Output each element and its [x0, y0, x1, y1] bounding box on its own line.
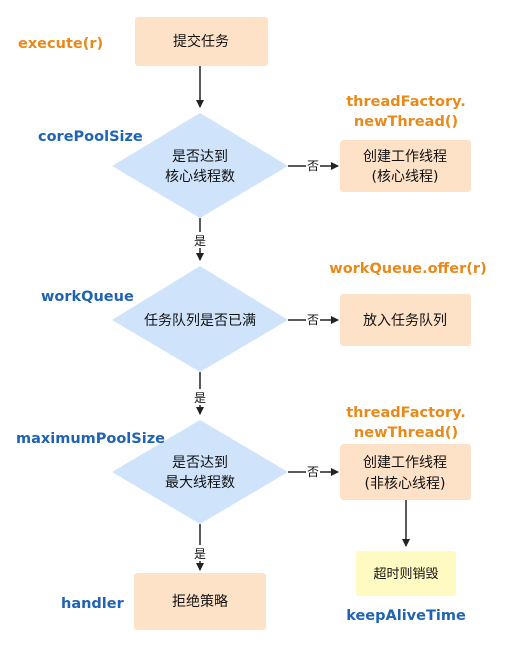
annotation-maximum-pool-size: maximumPoolSize: [16, 431, 165, 447]
node-enqueue-task: 放入任务队列: [340, 294, 471, 346]
node-create-core-worker-line2: (核心线程): [372, 169, 439, 185]
decision-core-pool: 是否达到 核心线程数: [112, 113, 288, 218]
edge-label-yes-1: 是: [194, 234, 206, 248]
node-submit-task: 提交任务: [135, 17, 268, 66]
node-reject-policy-label: 拒绝策略: [172, 593, 228, 610]
decision-max-pool-line1: 是否达到: [172, 455, 228, 471]
node-create-noncore-worker: 创建工作线程 (非核心线程): [340, 444, 471, 500]
annotation-thread-factory-1-line2: newThread(): [354, 114, 458, 130]
annotation-handler: handler: [61, 596, 125, 612]
node-create-noncore-worker-line2: (非核心线程): [365, 476, 446, 492]
edge-label-no-3: 否: [307, 465, 319, 479]
annotation-thread-factory-2-line1: threadFactory.: [346, 405, 466, 421]
decision-core-pool-line2: 核心线程数: [165, 169, 235, 185]
decision-core-pool-line1: 是否达到: [172, 149, 228, 165]
edge-label-no-1: 否: [307, 159, 319, 173]
decision-max-pool-line2: 最大线程数: [165, 475, 235, 491]
node-create-core-worker-line1: 创建工作线程: [363, 149, 447, 165]
decision-queue-full: 任务队列是否已满: [112, 266, 288, 372]
edge-label-yes-3: 是: [194, 547, 206, 561]
decision-queue-full-label: 任务队列是否已满: [144, 313, 256, 329]
edge-label-no-2: 否: [307, 313, 319, 327]
node-enqueue-task-label: 放入任务队列: [363, 313, 447, 329]
annotation-execute: execute(r): [18, 36, 103, 52]
node-submit-task-label: 提交任务: [173, 33, 229, 50]
node-reject-policy: 拒绝策略: [134, 573, 266, 630]
annotation-work-queue: workQueue: [41, 289, 134, 305]
edge-label-yes-2: 是: [194, 391, 206, 405]
annotation-core-pool-size: corePoolSize: [38, 129, 143, 145]
node-create-noncore-worker-line1: 创建工作线程: [363, 455, 447, 471]
node-create-core-worker: 创建工作线程 (核心线程): [340, 140, 471, 192]
annotation-keep-alive-time: keepAliveTime: [346, 608, 466, 624]
annotation-thread-factory-2-line2: newThread(): [354, 425, 458, 441]
node-timeout-destroy: 超时则销毁: [356, 551, 456, 596]
annotation-thread-factory-1-line1: threadFactory.: [346, 94, 466, 110]
decision-max-pool: 是否达到 最大线程数: [112, 420, 288, 524]
node-timeout-destroy-label: 超时则销毁: [373, 567, 438, 582]
annotation-work-queue-offer: workQueue.offer(r): [329, 261, 486, 277]
